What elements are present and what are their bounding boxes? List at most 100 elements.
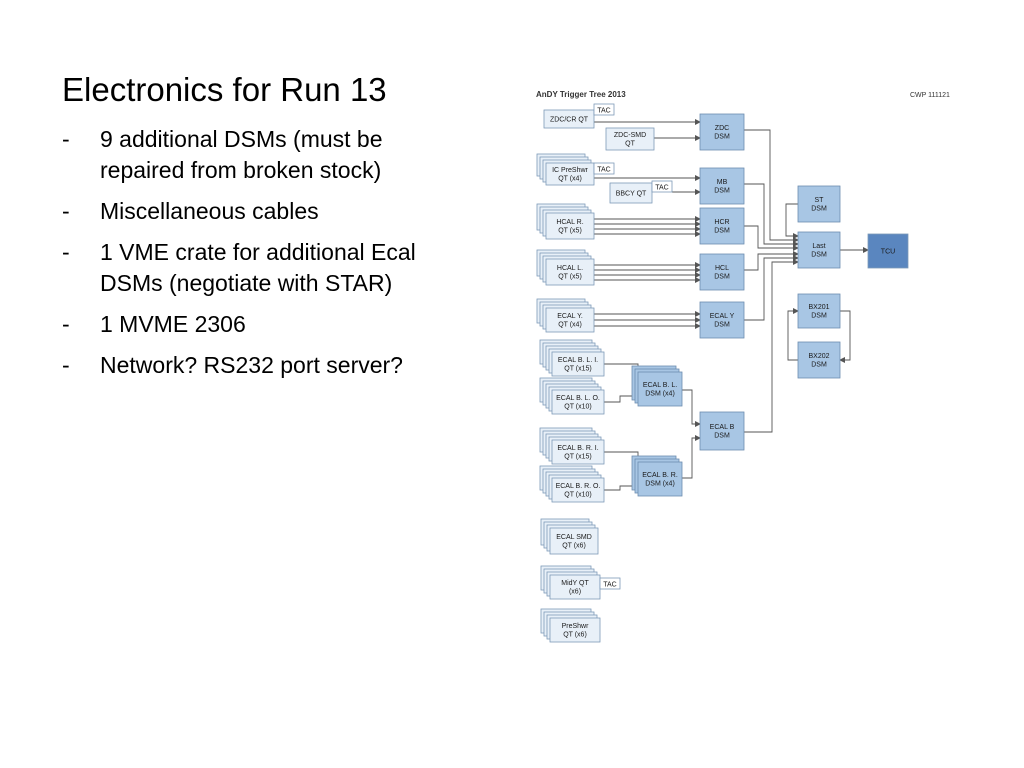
board-label: QT (x6) xyxy=(563,632,587,639)
bullet-marker: - xyxy=(62,311,70,337)
bullet-marker: - xyxy=(62,126,70,152)
board-label: QT (x4) xyxy=(558,322,582,329)
board-label: BX201 xyxy=(808,304,829,311)
board-face xyxy=(551,351,605,377)
board-label: DSM xyxy=(811,252,827,259)
ecal-y-qt: ECAL Y. QT (x4) xyxy=(536,298,595,333)
board-face xyxy=(797,185,841,223)
midy-qt: MidY QT(x6) xyxy=(540,565,601,600)
board-label: QT (x6) xyxy=(562,543,586,550)
ecal-bro-qt: ECAL B. R. O. QT (x10) xyxy=(539,465,605,503)
board-label: QT (x15) xyxy=(564,366,592,373)
board-face xyxy=(867,233,909,269)
tcu: TCU xyxy=(867,233,909,269)
ecal-bri-qt: ECAL B. R. I. QT (x15) xyxy=(539,427,605,465)
edge-mb-dsm-to-last xyxy=(744,183,799,247)
board-label: DSM xyxy=(811,313,827,320)
board-label: DSM xyxy=(714,188,730,195)
board-label: DSM xyxy=(811,362,827,369)
bullet-marker: - xyxy=(62,352,70,378)
board-label: TCU xyxy=(881,248,895,255)
board-face xyxy=(549,617,601,643)
diagram-connections xyxy=(594,119,869,491)
board-label: ECAL B. R. I. xyxy=(557,445,598,452)
board-face xyxy=(551,477,605,503)
board-label: IC PreShwr xyxy=(552,167,588,174)
tac-label: TAC xyxy=(597,108,610,115)
ecal-br-dsm: ECAL B. R.DSM (x4) xyxy=(631,455,683,497)
edge-bx201-to-bx202 xyxy=(839,310,851,363)
hcal-l-qt: HCAL L. QT (x5) xyxy=(536,249,595,286)
zdc-cr-qt: ZDC/CR QT xyxy=(543,109,595,129)
diagram-title: AnDY Trigger Tree 2013 xyxy=(536,90,626,99)
hcal-r-qt: HCAL R. QT (x5) xyxy=(536,203,595,240)
board-face xyxy=(797,231,841,269)
bullet-list: -9 additional DSMs (must be repaired fro… xyxy=(62,124,472,391)
tac-label: TAC xyxy=(597,167,610,174)
board-label: QT (x15) xyxy=(564,454,592,461)
tac-box xyxy=(593,103,615,116)
zdc-dsm: ZDC DSM xyxy=(699,113,745,151)
ic-preshwr-qt: IC PreShwr QT (x4) xyxy=(536,153,595,186)
board-label: ZDC/CR QT xyxy=(550,116,589,123)
board-label: ECAL B. R. O. xyxy=(556,483,601,490)
board-label: QT (x10) xyxy=(564,492,592,499)
edge-ecal-b-dsm-to-last xyxy=(744,259,799,433)
bullet-item: -Miscellaneous cables xyxy=(62,196,472,227)
board-face xyxy=(797,293,841,329)
board-face xyxy=(797,341,841,379)
board-face xyxy=(637,371,683,407)
board-label: HCAL L. xyxy=(557,265,583,272)
board-label: ZDC-SMD xyxy=(614,132,646,139)
board-label: Last xyxy=(812,243,825,250)
board-label: HCAL R. xyxy=(556,219,583,226)
tac-label: TAC xyxy=(603,582,616,589)
board-label: DSM (x4) xyxy=(645,391,675,398)
board-label: MB xyxy=(717,179,728,186)
board-face xyxy=(699,253,745,291)
board-label: QT (x5) xyxy=(558,228,582,235)
edge-st-to-last xyxy=(785,203,799,239)
ecal-blo-qt: ECAL B. L. O.QT (x10) xyxy=(539,377,605,415)
tac-bbcy: TAC xyxy=(651,180,673,193)
edge-bro-to-br-dsm xyxy=(604,483,639,491)
board-label: ZDC xyxy=(715,125,729,132)
tac-box xyxy=(651,180,673,193)
slide-title: Electronics for Run 13 xyxy=(62,71,387,108)
board-face xyxy=(543,109,595,129)
edge-blo-to-bl-dsm xyxy=(604,393,639,403)
board-label: MidY QT xyxy=(561,580,589,587)
board-face xyxy=(549,527,599,555)
board-label: DSM xyxy=(714,134,730,141)
board-face xyxy=(699,113,745,151)
board-label: ECAL B xyxy=(710,424,735,431)
ecal-bli-qt: ECAL B. L. I.QT (x15) xyxy=(539,339,605,377)
ecal-bl-dsm: ECAL B. L.DSM (x4) xyxy=(631,365,683,407)
bullet-text: 1 MVME 2306 xyxy=(100,311,246,337)
bullet-item: - 1 MVME 2306 xyxy=(62,309,472,340)
ecal-smd-qt: ECAL SMD QT (x6) xyxy=(540,518,599,555)
board-label: QT (x4) xyxy=(558,176,582,183)
bullet-item: -9 additional DSMs (must be repaired fro… xyxy=(62,124,472,186)
board-label: DSM (x4) xyxy=(645,481,675,488)
board-label: ECAL SMD xyxy=(556,534,592,541)
board-face xyxy=(699,301,745,339)
board-face xyxy=(551,389,605,415)
tac-box xyxy=(599,577,621,590)
board-label: ECAL Y. xyxy=(557,313,583,320)
board-label: DSM xyxy=(714,322,730,329)
board-label: QT (x5) xyxy=(558,274,582,281)
edge-bl-to-ecal-b xyxy=(682,389,701,427)
board-face xyxy=(637,461,683,497)
board-label: BBCY QT xyxy=(616,190,647,197)
tac-zdc: TAC xyxy=(593,103,615,116)
edge-bx202-to-bx201 xyxy=(787,308,799,361)
